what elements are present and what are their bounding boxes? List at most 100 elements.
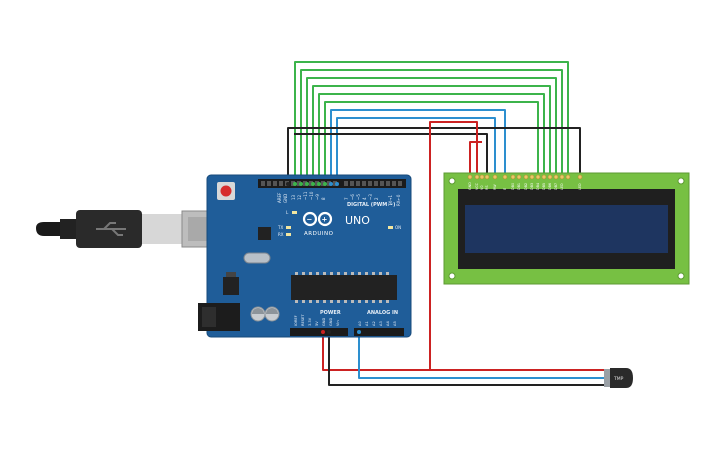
pin-label: DB4 <box>536 183 540 190</box>
wire-green-6 <box>324 101 539 185</box>
analog-header <box>354 328 404 336</box>
pin-label: IOREF <box>294 315 298 326</box>
sensor-leads <box>604 369 610 387</box>
sensor-body <box>610 368 633 388</box>
analog-pin-labels: A0 A1 A2 A3 A4 A5 <box>358 321 397 326</box>
wire-green-1 <box>294 61 569 185</box>
pin-label: DB6 <box>548 183 552 190</box>
pin-label: 12 <box>297 194 302 200</box>
digital-pin-row <box>261 181 402 186</box>
svg-text:+: + <box>322 216 328 224</box>
wire-black-gnd-bottom <box>328 332 608 386</box>
pin-label: A4 <box>386 321 390 326</box>
wire-blue-1 <box>330 109 506 185</box>
led-l <box>292 211 297 214</box>
pin-label: RX←0 <box>396 194 401 206</box>
led-rx-label: RX <box>278 232 284 237</box>
analog-header-label: ANALOG IN <box>367 310 398 316</box>
led-on <box>388 226 393 229</box>
brand-label: ARDUINO <box>304 231 334 237</box>
usb-cable-tail <box>36 222 60 236</box>
gnd-label: GND <box>283 194 288 203</box>
digital-header-label: DIGITAL (PWM ~) <box>347 202 395 208</box>
lcd-screen <box>465 205 668 253</box>
pin-label: 5V <box>315 321 319 326</box>
wire-black-lcd-rw <box>294 133 488 176</box>
pin-label: DB2 <box>524 183 528 190</box>
pin-label: ~5 <box>356 194 361 200</box>
lcd-pin-pads <box>467 174 583 180</box>
pin-label: 13 <box>291 194 296 200</box>
pin-label: A2 <box>372 321 376 326</box>
pin-label: DB7 <box>554 183 558 190</box>
power-header <box>290 328 348 336</box>
pin-label: E <box>503 188 507 190</box>
pin-label: V0 <box>480 186 484 190</box>
sensor-label: TMP <box>613 376 624 382</box>
lcd-module[interactable]: GND VCC V0 RS RW E DB0 DB1 DB2 DB3 DB4 D… <box>443 172 690 285</box>
pin-label: VCC <box>475 182 479 190</box>
led-rx <box>286 233 291 236</box>
led-tx <box>286 226 291 229</box>
aref-label: AREF <box>277 192 282 203</box>
pin-label: DB3 <box>530 183 534 190</box>
usb-plug-neck <box>142 214 182 244</box>
pin-label: RS <box>485 185 489 190</box>
pin-label: GND <box>322 318 326 326</box>
pin-label: RESET <box>301 314 305 326</box>
usb-cable <box>36 210 231 248</box>
wire-green-5 <box>318 93 545 185</box>
pin-label: ~6 <box>350 194 355 200</box>
led-tx-label: TX <box>277 225 283 230</box>
pin-label: Vin <box>336 320 340 326</box>
pin-label: A0 <box>358 321 362 326</box>
pin-label: 4 <box>362 197 367 200</box>
usb-chip <box>258 227 271 240</box>
lcd-pin-labels: GND VCC V0 RS RW E DB0 DB1 DB2 DB3 DB4 D… <box>468 182 582 190</box>
pin-label: 2 <box>374 197 379 200</box>
wire-blue-2 <box>336 117 496 185</box>
pin-label: A3 <box>379 321 383 326</box>
power-pin-labels: IOREF RESET 3.3V 5V GND GND Vin <box>294 314 340 326</box>
pin-label: ~10 <box>309 191 314 200</box>
pin-label: 8 <box>321 197 326 200</box>
arduino-logo-icon <box>302 211 333 227</box>
pin-label: ~3 <box>368 194 373 200</box>
model-label: UNO <box>345 214 370 227</box>
pin-label: TX→1 <box>388 194 393 207</box>
chip-pins <box>295 272 389 303</box>
header-wire-dots <box>286 182 339 186</box>
pin-label: LED <box>560 183 564 190</box>
pin-label: 7 <box>344 197 349 200</box>
wire-black-gnd-top <box>287 127 581 185</box>
wires <box>287 61 608 386</box>
pin-label: DB0 <box>511 183 515 190</box>
voltage-regulator <box>223 277 239 295</box>
pin-label: A1 <box>365 321 369 326</box>
pin-label: GND <box>329 318 333 326</box>
wire-red-5v <box>322 332 608 371</box>
svg-text:−: − <box>307 216 313 224</box>
wire-red-lcd <box>469 141 482 176</box>
usb-cable-strain <box>60 219 76 239</box>
crystal <box>243 252 271 264</box>
pin-label: 3.3V <box>308 317 312 326</box>
pin-label: A5 <box>393 321 397 326</box>
pin-label: RW <box>493 184 497 190</box>
pin-label: DB5 <box>542 183 546 190</box>
pin-label: ~11 <box>303 191 308 200</box>
pin-label: LED <box>578 183 582 190</box>
wire-green-4 <box>312 85 551 185</box>
pin-label: ~9 <box>315 194 320 200</box>
temperature-sensor[interactable]: TMP <box>604 368 633 388</box>
usb-symbol-icon <box>96 222 126 236</box>
atmega-chip <box>291 275 397 300</box>
led-l-label: L <box>286 210 289 215</box>
pin-label: DB1 <box>517 183 521 190</box>
arduino-board[interactable]: AREF GND 13 12 ~11 ~10 ~9 8 7 ~6 ~5 4 ~3… <box>198 174 412 338</box>
digital-pin-labels: 13 12 ~11 ~10 ~9 8 7 ~6 ~5 4 ~3 2 TX→1 R… <box>291 191 401 207</box>
power-header-label: POWER <box>320 310 341 316</box>
pin-label: GND <box>468 182 472 190</box>
wire-blue-a0 <box>358 332 608 379</box>
